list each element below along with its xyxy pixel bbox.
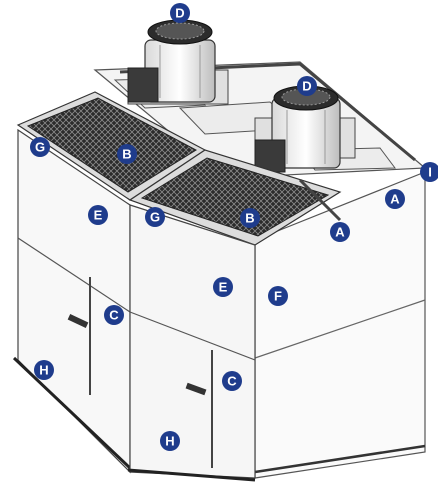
callout-d-right: D	[297, 76, 317, 96]
callout-letter: B	[122, 147, 131, 162]
callout-letter: A	[335, 225, 345, 240]
left-motor-cap-grille	[155, 22, 205, 40]
callout-h-right: H	[160, 431, 180, 451]
callout-e-left: E	[88, 205, 108, 225]
left-junction-box	[127, 67, 159, 103]
rear-module-seam	[254, 299, 426, 359]
callout-layer: D D G B I A E G B A E F C H C H	[30, 3, 438, 451]
callout-letter: G	[35, 140, 45, 155]
front-right-module	[127, 149, 342, 482]
rear-module-base	[254, 444, 426, 474]
callout-letter: A	[390, 192, 400, 207]
callout-badge	[330, 222, 350, 242]
callout-g-right: G	[145, 207, 165, 227]
callout-letter: E	[94, 208, 103, 223]
callout-letter: C	[227, 374, 237, 389]
front-right-base	[127, 468, 256, 482]
callout-badge	[420, 162, 438, 182]
callout-badge	[213, 277, 233, 297]
front-left-base	[12, 356, 132, 470]
callout-letter: B	[245, 211, 254, 226]
callout-letter: D	[175, 6, 184, 21]
right-fan-motor	[254, 85, 356, 173]
callout-b-right: B	[240, 208, 260, 228]
callout-f: F	[268, 286, 288, 306]
callout-badge	[145, 207, 165, 227]
left-fan-motor	[127, 19, 229, 105]
callout-badge	[222, 371, 242, 391]
front-right-door-handle	[185, 382, 207, 396]
front-right-seam	[129, 311, 256, 361]
callout-badge	[117, 144, 137, 164]
callout-badge	[240, 208, 260, 228]
callout-badge	[30, 137, 50, 157]
callout-badge	[104, 305, 124, 325]
callout-letter: C	[109, 308, 119, 323]
callout-letter: H	[165, 434, 174, 449]
callout-badge	[160, 431, 180, 451]
front-right-side-rail	[298, 178, 342, 222]
front-right-face	[129, 204, 256, 479]
callout-g-left: G	[30, 137, 50, 157]
front-left-mesh-grille	[26, 97, 198, 193]
callout-letter: E	[219, 280, 228, 295]
callout-h-left: H	[34, 360, 54, 380]
callout-letter: D	[302, 79, 311, 94]
callout-e-right: E	[213, 277, 233, 297]
callout-badge	[88, 205, 108, 225]
callout-d-left: D	[170, 3, 190, 23]
callout-letter: G	[150, 210, 160, 225]
callout-b-left: B	[117, 144, 137, 164]
callout-c-right: C	[222, 371, 242, 391]
callout-letter: F	[274, 289, 282, 304]
callout-a-lower: A	[330, 222, 350, 242]
callout-a-upper: A	[385, 189, 405, 209]
callout-badge	[34, 360, 54, 380]
callout-letter: H	[39, 363, 48, 378]
callout-badge	[268, 286, 288, 306]
front-left-door-handle	[67, 314, 89, 328]
front-right-mesh-grille	[140, 157, 330, 237]
callout-badge	[170, 3, 190, 23]
callout-badge	[297, 76, 317, 96]
right-motor-cap-grille	[281, 88, 331, 106]
callout-badge	[385, 189, 405, 209]
front-left-seam	[17, 237, 131, 313]
callout-c-left: C	[104, 305, 124, 325]
callout-letter: I	[428, 165, 432, 180]
callout-i: I	[420, 162, 438, 182]
